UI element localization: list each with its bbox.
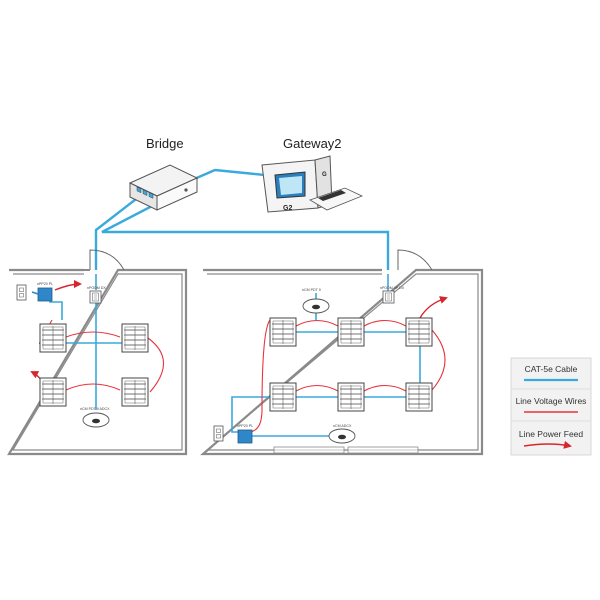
room-right-switch-label: nPODM 4P DX (380, 286, 405, 290)
legend-item-power-feed-arrow (523, 440, 572, 449)
room-right-wall-switch (382, 290, 395, 304)
legend: CAT-5e Cable Line Voltage Wires Line Pow… (510, 357, 592, 456)
room-left-wall-switch (89, 290, 102, 304)
room-left-power-pack-label: nPP20 PL (37, 282, 53, 286)
room-right-fixture (269, 317, 297, 347)
room-left-fixture (39, 377, 67, 407)
room-left-fixture (121, 377, 149, 407)
room-right-sensor-top-label: nCM PDT 9 (302, 288, 321, 292)
room-right-power-pack-label: nPP20 PL (237, 424, 253, 428)
door-swing (397, 249, 433, 271)
gateway-label: Gateway2 (283, 136, 342, 151)
room-right-fixture (269, 382, 297, 412)
svg-text:G: G (322, 172, 327, 178)
room-right-fixture (337, 382, 365, 412)
room-right-cat5e (231, 274, 421, 437)
gateway-badge: G2 (283, 205, 292, 212)
room-left-switch-label: nPODM DX (87, 286, 106, 290)
room-right-outlet (213, 425, 224, 442)
room-right-line-voltage (249, 319, 446, 433)
room-right-fixture (405, 382, 433, 412)
bridge-device (128, 164, 199, 211)
room-right-sensor-bottom-label: nCM ADCX (333, 424, 352, 428)
room-right-power-pack (237, 429, 253, 444)
legend-item-power-feed-label: Line Power Feed (519, 429, 584, 439)
room-left-power-pack (31, 287, 53, 302)
bridge-label: Bridge (146, 136, 184, 151)
room-left-ceiling-sensor (82, 412, 110, 428)
room-left-fixture (39, 323, 67, 353)
door-swing (89, 249, 125, 271)
room-right-ceiling-sensor-bottom (328, 428, 356, 444)
gateway-device: G2 G (261, 155, 364, 213)
legend-item-cat5e-label: CAT-5e Cable (525, 364, 578, 374)
room-left-outlet (16, 284, 27, 301)
legend-item-line-voltage-label: Line Voltage Wires (516, 396, 587, 406)
room-right-fixture (337, 317, 365, 347)
room-left-sensor-label: nCM PDT 9 ADCX (80, 407, 110, 411)
room-right-ceiling-sensor-top (302, 298, 330, 314)
room-right-fixture (405, 317, 433, 347)
room-left-fixture (121, 323, 149, 353)
room-left-power-feed-arrow (54, 280, 82, 291)
room-right-power-feed-arrow (419, 296, 448, 319)
